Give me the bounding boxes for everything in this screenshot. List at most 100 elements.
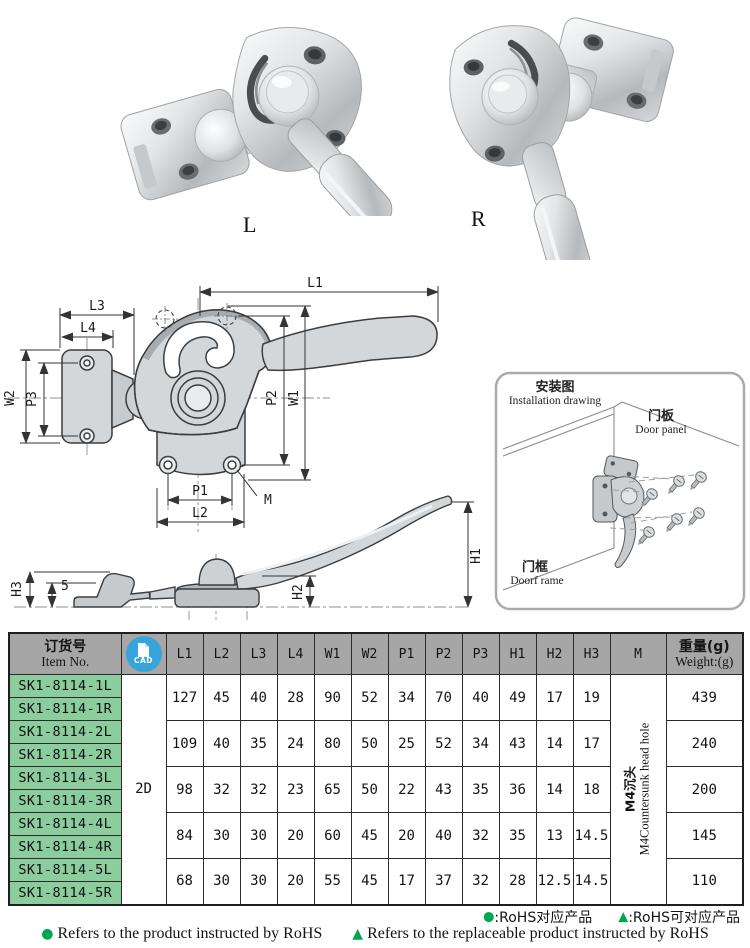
screw-leaders [609, 474, 695, 531]
value-cell: 40 [239, 674, 278, 721]
value-cell: 70 [424, 674, 463, 721]
dim-label-w2: W2 [3, 390, 18, 406]
weight-zh: 重量(g) [678, 638, 730, 655]
weight-cell: 439 [665, 674, 744, 721]
col-header-item-no: 订货号 Item No. [8, 632, 122, 675]
value-cell: 50 [350, 766, 389, 813]
value-cell: 12.5 [535, 858, 574, 905]
table-row: SK1-8114-4R [8, 835, 743, 859]
document-icon [138, 643, 149, 658]
value-cell: 30 [239, 812, 278, 859]
value-cell: 30 [202, 858, 241, 905]
value-cell: 32 [239, 766, 278, 813]
col-header-p3: P3 [461, 632, 500, 675]
item-no-cell: SK1-8114-1R [8, 697, 122, 721]
cad-icon: CAD [125, 636, 162, 672]
value-cell: 14.5 [572, 858, 611, 905]
main-view [61, 303, 438, 476]
item-no-zh: 订货号 [44, 638, 87, 655]
item-no-en: Item No. [41, 653, 90, 669]
value-cell: 35 [239, 720, 278, 767]
dim-label-w1: W1 [287, 390, 302, 406]
value-cell: 52 [424, 720, 463, 767]
value-cell: 52 [350, 674, 389, 721]
table-row: SK1-8114-4L 84 30 30 20 60 45 20 40 32 3… [8, 812, 744, 859]
m-spec-en: M4Countersunk head hole [638, 722, 652, 856]
rohs-triangle-icon: ▲ [352, 926, 364, 942]
value-cell: 25 [387, 720, 426, 767]
header-row: 订货号 Item No. CAD L1 L2 L3 L4 W1 [8, 632, 744, 675]
door-panel-label-en: Door panel [635, 424, 686, 436]
latch-body [449, 25, 571, 167]
latch-body [232, 27, 362, 172]
dim-label-p1: P1 [192, 484, 208, 499]
item-no-cell: SK1-8114-4R [8, 835, 122, 859]
value-cell: 36 [498, 766, 537, 813]
col-header-h2: H2 [535, 632, 574, 675]
value-cell: 17 [387, 858, 426, 905]
weight-cell: 200 [665, 766, 744, 813]
value-cell: 50 [350, 720, 389, 767]
dim-label-h1: H1 [469, 548, 484, 564]
value-cell: 20 [387, 812, 426, 859]
weight-cell: 110 [665, 858, 744, 905]
latch-handle [287, 118, 393, 216]
installation-drawing: 安装图 Installation drawing 门板 Door panel 门… [494, 371, 746, 611]
rohs-dot-text-en: Refers to the product instructed by RoHS [57, 925, 323, 942]
value-cell: 98 [165, 766, 204, 813]
value-cell: 17 [572, 720, 611, 767]
table-row: SK1-8114-1L 2D 127 45 40 28 90 52 34 70 … [8, 674, 744, 905]
door-frame-label-en: Doorf rame [510, 575, 563, 587]
value-cell: 90 [313, 674, 352, 721]
col-header-cad: CAD [120, 632, 167, 675]
m-spec-zh: M4沉头 [622, 766, 638, 813]
door-panel-label-zh: 门板 [648, 408, 675, 424]
col-header-h1: H1 [498, 632, 537, 675]
value-cell: 32 [461, 858, 500, 905]
value-cell: 65 [313, 766, 352, 813]
col-header-l3: L3 [239, 632, 278, 675]
value-cell: 32 [202, 766, 241, 813]
value-cell: 30 [202, 812, 241, 859]
install-title-en: Installation drawing [509, 395, 602, 407]
m-spec-cell: M4沉头 M4Countersunk head hole [609, 674, 667, 905]
cad-label: CAD [133, 656, 154, 666]
photo-label-left: L [243, 212, 257, 237]
value-cell: 40 [461, 674, 500, 721]
col-header-weight: 重量(g) Weight:(g) [665, 632, 744, 675]
m-spec-vertical: M4沉头 M4Countersunk head hole [622, 722, 653, 856]
value-cell: 45 [202, 674, 241, 721]
value-cell: 45 [350, 812, 389, 859]
col-header-l1: L1 [165, 632, 204, 675]
value-cell: 34 [461, 720, 500, 767]
value-cell: 37 [424, 858, 463, 905]
dim-label-l1: L1 [307, 276, 323, 291]
value-cell: 40 [424, 812, 463, 859]
col-header-h3: H3 [572, 632, 611, 675]
install-title-zh: 安装图 [535, 379, 574, 395]
item-no-cell: SK1-8114-2R [8, 743, 122, 767]
value-cell: 14 [535, 720, 574, 767]
col-header-p1: P1 [387, 632, 426, 675]
value-cell: 127 [165, 674, 204, 721]
rohs-dot-icon: ● [483, 909, 495, 925]
rohs-tri-text-zh: :RoHS可对应产品 [628, 910, 740, 926]
rohs-note-en: ● Refers to the product instructed by Ro… [0, 925, 750, 943]
item-no-cell: SK1-8114-4L [8, 812, 122, 836]
rohs-note-zh: ●:RoHS对应产品▲:RoHS可对应产品 [483, 907, 740, 927]
weight-en: Weight:(g) [675, 653, 734, 669]
value-cell: 45 [350, 858, 389, 905]
value-cell: 80 [313, 720, 352, 767]
value-cell: 17 [535, 674, 574, 721]
latch-handle [521, 142, 592, 260]
item-no-cell: SK1-8114-2L [8, 720, 122, 744]
value-cell: 20 [276, 858, 315, 905]
dim-label-p3: P3 [25, 391, 40, 407]
col-header-l4: L4 [276, 632, 315, 675]
item-no-cell: SK1-8114-5R [8, 881, 122, 905]
value-cell: 18 [572, 766, 611, 813]
photo-label-right: R [471, 206, 486, 231]
screws [638, 471, 707, 546]
col-header-w1: W1 [313, 632, 352, 675]
